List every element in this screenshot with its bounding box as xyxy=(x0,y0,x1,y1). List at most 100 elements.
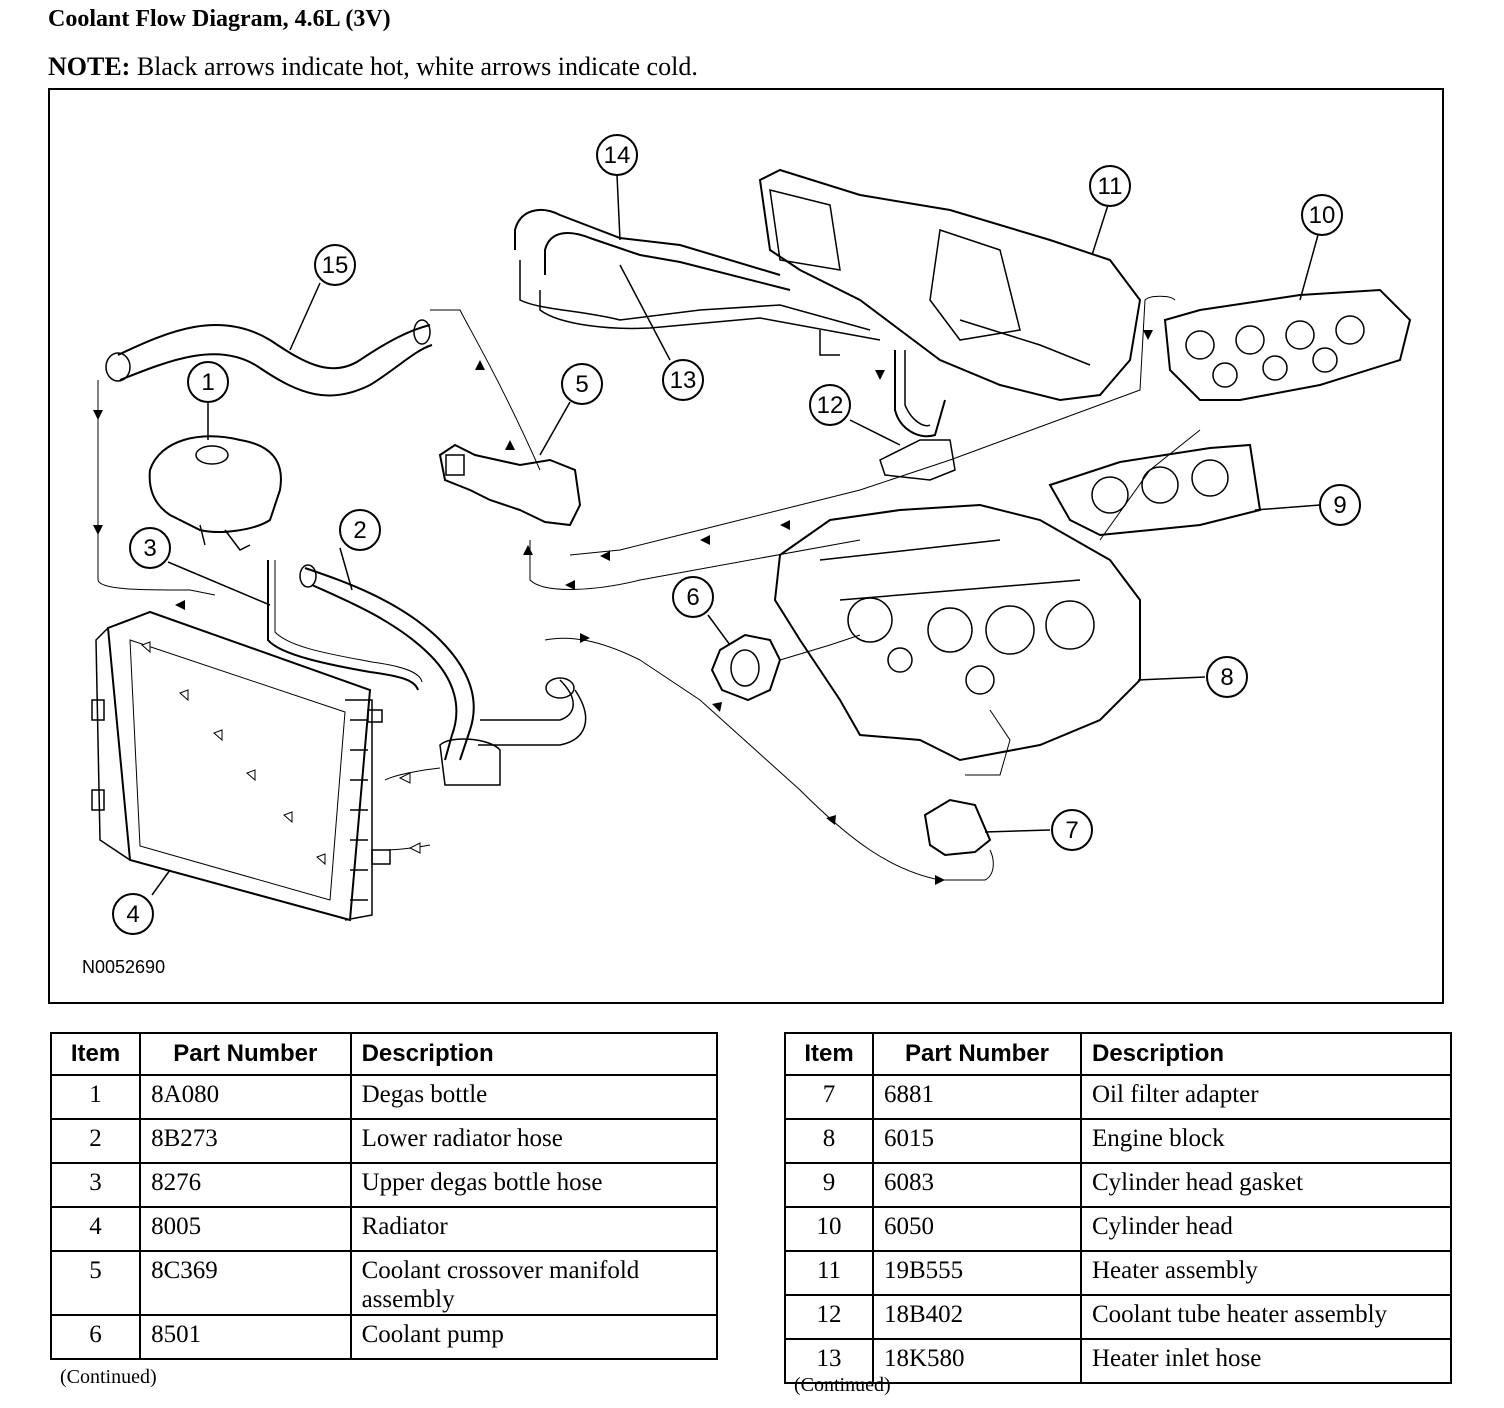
part-description: Heater inlet hose xyxy=(1080,1338,1452,1384)
part-description: Degas bottle xyxy=(349,1074,719,1120)
svg-text:12: 12 xyxy=(817,392,844,419)
part-description: Cylinder head gasket xyxy=(1080,1162,1452,1208)
item-number: 5 xyxy=(49,1250,142,1316)
table-header-row: Item Part Number Description xyxy=(49,1032,719,1076)
diagram-frame xyxy=(48,88,1444,1004)
header-description: Description xyxy=(349,1032,719,1076)
leader-lines xyxy=(151,174,1321,896)
header-item: Item xyxy=(49,1032,142,1076)
part-description: Radiator xyxy=(349,1206,719,1252)
callout-12: 12 xyxy=(809,384,851,426)
oil-filter-adapter-drawing xyxy=(923,798,992,857)
svg-text:2: 2 xyxy=(353,517,366,544)
cylinder-head-drawing xyxy=(1163,288,1412,401)
callout-1: 1 xyxy=(187,361,229,403)
part-description: Cylinder head xyxy=(1080,1206,1452,1252)
part-description: Lower radiator hose xyxy=(349,1118,719,1164)
callout-9: 9 xyxy=(1319,484,1361,526)
callout-7: 7 xyxy=(1051,809,1093,851)
svg-text:4: 4 xyxy=(126,901,139,928)
upper-radiator-hose-drawing xyxy=(105,319,433,397)
part-number: 8A080 xyxy=(139,1074,352,1120)
part-description: Coolant crossover manifold assembly xyxy=(349,1250,719,1316)
part-number: 18K580 xyxy=(872,1338,1082,1384)
item-number: 9 xyxy=(784,1162,874,1208)
callout-3: 3 xyxy=(129,527,171,569)
callout-4: 4 xyxy=(112,893,154,935)
note-label: NOTE: xyxy=(48,52,131,81)
part-number: 6015 xyxy=(872,1118,1082,1164)
part-description: Upper degas bottle hose xyxy=(349,1162,719,1208)
continued-left: (Continued) xyxy=(60,1366,157,1388)
callout-10: 10 xyxy=(1301,194,1343,236)
item-number: 12 xyxy=(784,1294,874,1340)
part-description: Coolant pump xyxy=(349,1314,719,1360)
flow-arrows xyxy=(93,330,1153,885)
part-description: Heater assembly xyxy=(1080,1250,1452,1296)
degas-bottle-drawing xyxy=(148,435,282,551)
item-number: 1 xyxy=(49,1074,142,1120)
svg-text:10: 10 xyxy=(1309,202,1336,229)
head-gasket-drawing xyxy=(1048,443,1262,537)
item-number: 4 xyxy=(49,1206,142,1252)
svg-text:14: 14 xyxy=(604,142,631,169)
svg-text:8: 8 xyxy=(1220,664,1233,691)
svg-text:5: 5 xyxy=(575,371,588,398)
callout-14: 14 xyxy=(596,134,638,176)
item-number: 13 xyxy=(784,1338,874,1384)
figure-id: N0052690 xyxy=(82,957,165,977)
flow-lines xyxy=(97,295,1201,881)
part-number: 8501 xyxy=(139,1314,352,1360)
note-text: Black arrows indicate hot, white arrows … xyxy=(136,52,698,81)
lower-radiator-hose-drawing xyxy=(299,564,587,786)
heater-assembly-drawing xyxy=(758,168,1142,402)
svg-text:1: 1 xyxy=(201,369,214,396)
header-description: Description xyxy=(1080,1032,1452,1076)
svg-text:13: 13 xyxy=(670,367,697,394)
item-number: 3 xyxy=(49,1162,142,1208)
header-part-number: Part Number xyxy=(872,1032,1082,1076)
heater-hoses-drawing xyxy=(514,209,881,341)
item-number: 7 xyxy=(784,1074,874,1120)
radiator-drawing xyxy=(91,610,391,922)
part-number: 8B273 xyxy=(139,1118,352,1164)
callout-2: 2 xyxy=(339,509,381,551)
note: NOTE: Black arrows indicate hot, white a… xyxy=(48,52,698,82)
diagram-title: Coolant Flow Diagram, 4.6L (3V) xyxy=(48,6,391,32)
part-number: 6050 xyxy=(872,1206,1082,1252)
part-description: Coolant tube heater assembly xyxy=(1080,1294,1452,1340)
part-description: Engine block xyxy=(1080,1118,1452,1164)
part-number: 19B555 xyxy=(872,1250,1082,1296)
part-number: 6881 xyxy=(872,1074,1082,1120)
item-number: 10 xyxy=(784,1206,874,1252)
part-number: 8C369 xyxy=(139,1250,352,1316)
callout-5: 5 xyxy=(561,363,603,405)
table-header-row: Item Part Number Description xyxy=(784,1032,1452,1076)
part-number: 6083 xyxy=(872,1162,1082,1208)
header-item: Item xyxy=(784,1032,874,1076)
item-number: 8 xyxy=(784,1118,874,1164)
callout-13: 13 xyxy=(662,359,704,401)
callouts: 1 2 3 4 5 6 7 8 9 10 11 12 13 14 15 xyxy=(112,134,1361,935)
svg-text:15: 15 xyxy=(322,252,349,279)
coolant-pump-drawing xyxy=(710,633,782,702)
crossover-manifold-drawing xyxy=(438,443,582,527)
coolant-tube-heater-drawing xyxy=(879,350,956,481)
item-number: 11 xyxy=(784,1250,874,1296)
part-number: 8276 xyxy=(139,1162,352,1208)
item-number: 2 xyxy=(49,1118,142,1164)
svg-text:6: 6 xyxy=(686,584,699,611)
callout-6: 6 xyxy=(672,576,714,618)
